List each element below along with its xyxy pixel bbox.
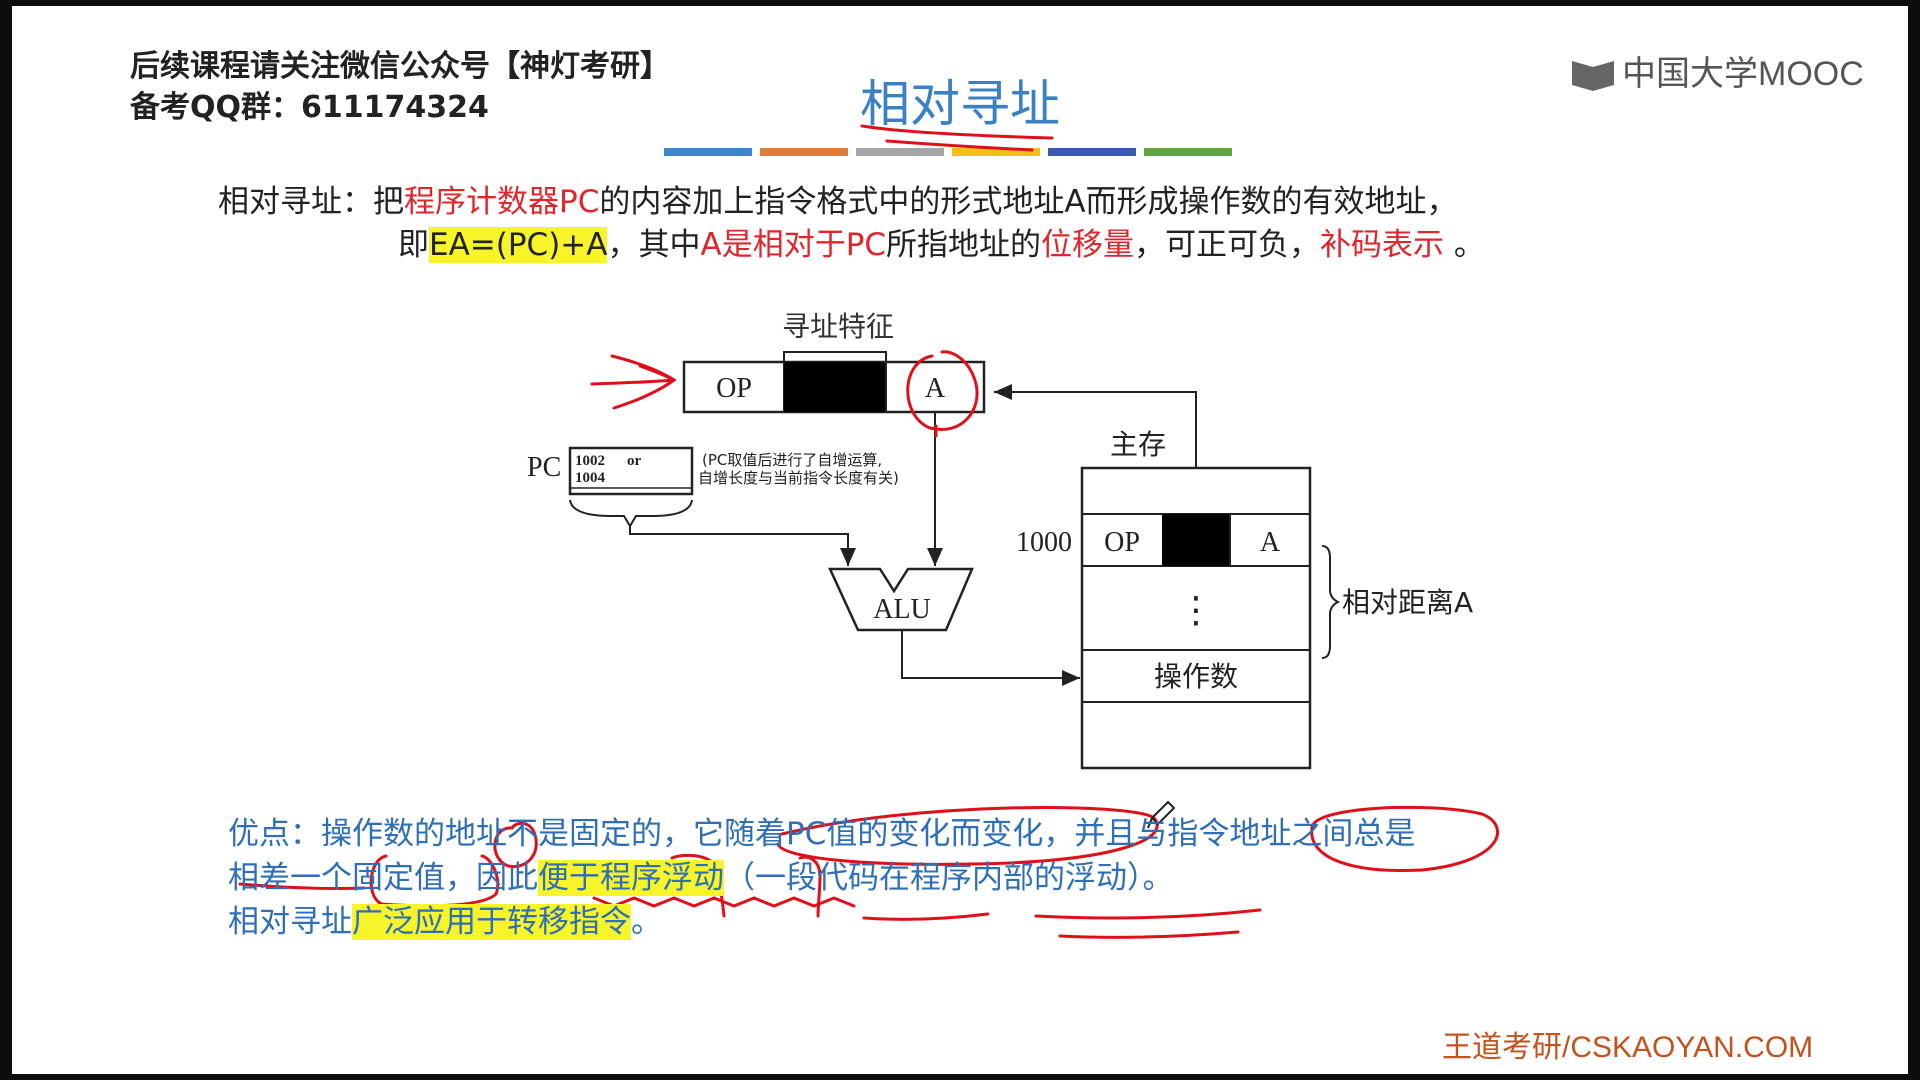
slide-title: 相对寻址 bbox=[860, 75, 1060, 133]
handwritten-annotations bbox=[238, 124, 1499, 939]
color-bar-segment bbox=[1144, 148, 1232, 156]
alu bbox=[828, 567, 974, 632]
definition-line2: 即EA=(PC)+A，其中A是相对于PC所指地址的位移量，可正可负，补码表示 。 bbox=[398, 223, 1485, 267]
def-text: 把 bbox=[373, 184, 404, 220]
adv-highlight: 便于程序浮动 bbox=[538, 860, 724, 896]
advantages-line3: 相对寻址广泛应用于转移指令。 bbox=[228, 900, 1415, 944]
advantages-line1: 优点：操作数的地址不是固定的，它随着PC值的变化而变化，并且与指令地址之间总是 bbox=[228, 816, 1416, 852]
color-bar-segment bbox=[664, 148, 752, 156]
adv-text: 。 bbox=[631, 904, 662, 940]
advantages-line2: 相差一个固定值，因此便于程序浮动（一段代码在程序内部的浮动）。 bbox=[228, 856, 1415, 900]
def-term: 位移量 bbox=[1041, 227, 1135, 263]
memory-feature-field bbox=[1162, 514, 1230, 566]
feature-field bbox=[784, 362, 886, 412]
def-text: 。 bbox=[1444, 227, 1485, 263]
advantages-text: 优点：操作数的地址不是固定的，它随着PC值的变化而变化，并且与指令地址之间总是 … bbox=[228, 812, 1415, 944]
def-text: 的内容加上指令格式中的形式地址A而形成操作数的有效地址， bbox=[599, 184, 1458, 220]
def-formula: EA=(PC)+A bbox=[429, 227, 608, 263]
def-pc-term: 程序计数器PC bbox=[404, 184, 600, 220]
pc-label: PC bbox=[527, 452, 561, 483]
pc-register bbox=[568, 446, 694, 496]
distance-label: 相对距离A bbox=[1342, 586, 1473, 619]
memory-a: A bbox=[1260, 527, 1281, 558]
watermark: 后续课程请关注微信公众号【神灯考研】 备考QQ群：611174324 bbox=[130, 46, 670, 128]
adv-text: 相差一个固定值，因此 bbox=[228, 860, 538, 896]
def-text: ，其中 bbox=[607, 227, 701, 263]
instr-a: A bbox=[925, 373, 946, 404]
mooc-brand: 中国大学MOOC bbox=[1572, 46, 1864, 95]
feature-label: 寻址特征 bbox=[782, 310, 894, 343]
adv-text: 相对寻址 bbox=[228, 904, 352, 940]
watermark-line1: 后续课程请关注微信公众号【神灯考研】 bbox=[130, 49, 670, 84]
memory-address: 1000 bbox=[1016, 527, 1072, 558]
alu-label: ALU bbox=[873, 594, 931, 625]
operand-cell: 操作数 bbox=[1154, 660, 1238, 693]
mooc-brand-text: 中国大学MOOC bbox=[1622, 55, 1864, 93]
watermark-line2: 备考QQ群：611174324 bbox=[130, 90, 489, 125]
pc-note-1: (PC取值后进行了自增运算, bbox=[702, 451, 882, 469]
footer-brand: 王道考研/CSKAOYAN.COM bbox=[1442, 1031, 1814, 1064]
instr-op: OP bbox=[716, 373, 752, 404]
feature-bracket bbox=[783, 351, 887, 362]
def-term: A是相对于PC bbox=[700, 227, 887, 263]
pen-cursor-icon bbox=[1147, 800, 1176, 829]
color-bar-segment bbox=[856, 148, 944, 156]
adv-text: （一段代码在程序内部的浮动）。 bbox=[724, 860, 1174, 896]
pc-or: or bbox=[627, 453, 642, 469]
color-bar-segment bbox=[760, 148, 848, 156]
pc-value-1: 1002 bbox=[575, 453, 605, 469]
distance-brace bbox=[1321, 545, 1341, 659]
pc-value-2: 1004 bbox=[575, 470, 606, 486]
def-text: 即 bbox=[398, 227, 429, 263]
definition-label: 相对寻址： bbox=[218, 184, 373, 220]
pc-note-2: 自增长度与当前指令长度有关) bbox=[698, 469, 899, 487]
memory-op: OP bbox=[1104, 527, 1140, 558]
def-term: 补码表示 bbox=[1320, 227, 1445, 263]
color-bar-segment bbox=[1048, 148, 1136, 156]
memory-label: 主存 bbox=[1110, 428, 1166, 461]
def-text: 所指地址的 bbox=[886, 227, 1042, 263]
definition-line1: 相对寻址：把程序计数器PC的内容加上指令格式中的形式地址A而形成操作数的有效地址… bbox=[218, 180, 1458, 224]
def-text: ，可正可负， bbox=[1134, 227, 1321, 263]
slide: 后续课程请关注微信公众号【神灯考研】 备考QQ群：611174324 相对寻址 … bbox=[12, 6, 1908, 1074]
adv-highlight: 广泛应用于转移指令 bbox=[352, 904, 631, 940]
memory-dots: ⋮ bbox=[1178, 590, 1214, 631]
addressing-diagram: 寻址特征 OP A PC 1002 or 1004 (PC取值后进行了自增运算,… bbox=[238, 124, 1499, 939]
color-bar-segment bbox=[952, 148, 1040, 156]
